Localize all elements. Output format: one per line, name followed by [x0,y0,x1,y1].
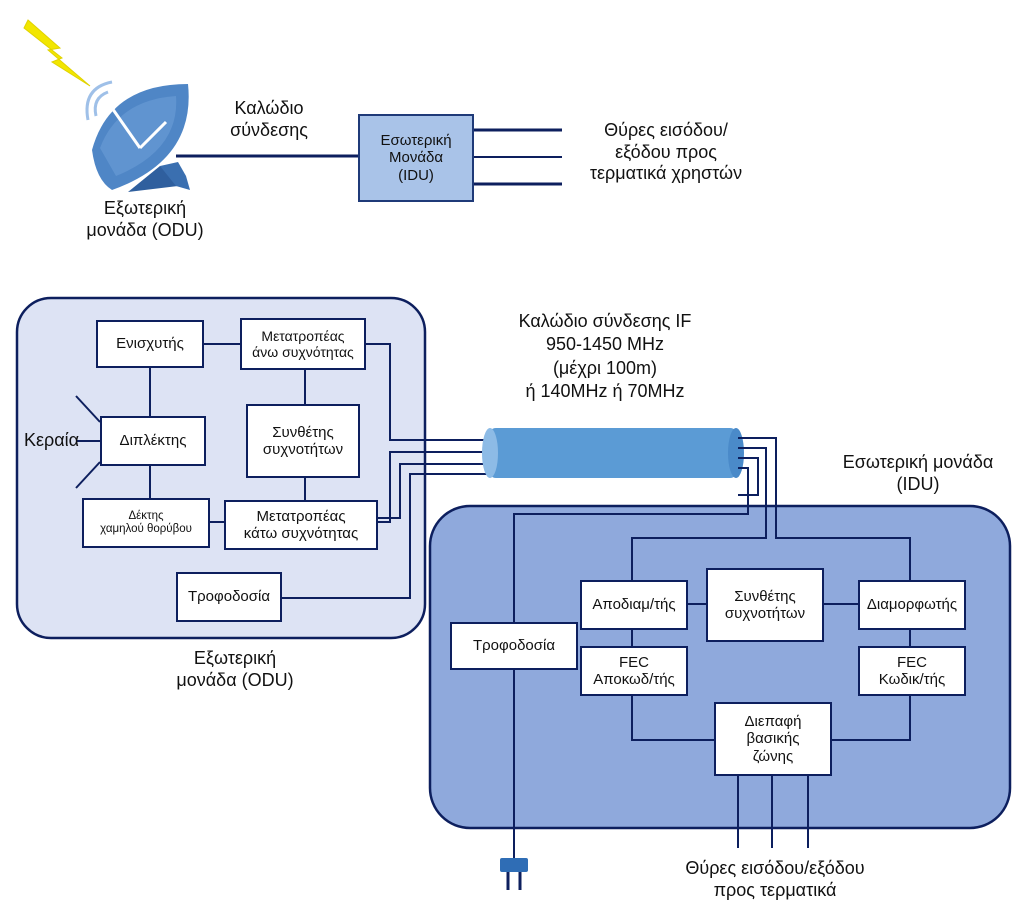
antenna-label: Κεραία [24,430,80,450]
odu-container [15,296,427,640]
satellite-dish-icon [85,80,190,192]
odu-internal-lines [75,343,306,523]
modulator-box: Διαμορφωτής [858,580,966,630]
cable-to-idu-lines [513,437,911,858]
top-cable-label: Καλώδιο σύνδεσης [230,98,308,140]
diplexer-box: Διπλέκτης [100,416,206,466]
top-idu-box: Εσωτερική Μονάδα (IDU) [358,114,474,202]
lna-box: Δέκτης χαμηλού θορύβου [82,498,210,548]
top-ports-label: Θύρες εισόδου/ εξόδου προς τερματικά χρη… [589,120,743,184]
top-odu-label: Εξωτερική μονάδα (ODU) [86,198,204,240]
baseband-interface-box: Διεπαφή βασικής ζώνης [714,702,832,776]
if-cable-label: Καλώδιο σύνδεσης IF 950-1450 MHz (μέχρι … [518,311,692,402]
idu-ports-caption: Θύρες εισόδου/εξόδου προς τερματικά [685,858,865,900]
odu-to-cable-lines [282,343,490,599]
fec-encoder-box: FEC Κωδικ/τής [858,646,966,696]
amplifier-box: Ενισχυτής [96,320,204,368]
idu-power-box: Τροφοδοσία [450,622,578,670]
top-cable-lines [176,128,562,186]
upconverter-box: Μετατροπέας άνω συχνότητας [240,318,366,370]
downconverter-box: Μετατροπέας κάτω συχνότητας [224,500,378,550]
odu-power-box: Τροφοδοσία [176,572,282,622]
demodulator-box: Αποδιαμ/τής [580,580,688,630]
odu-synthesizer-box: Συνθέτης συχνοτήτων [246,404,360,478]
idu-synthesizer-box: Συνθέτης συχνοτήτων [706,568,824,642]
power-plug-icon [500,858,528,890]
odu-caption: Εξωτερική μονάδα (ODU) [176,648,294,690]
if-cable-icon [482,428,744,478]
lightning-icon [23,19,91,87]
idu-caption: Εσωτερική μονάδα (IDU) [842,452,994,494]
idu-internal-lines [631,603,911,848]
fec-decoder-box: FEC Αποκωδ/τής [580,646,688,696]
